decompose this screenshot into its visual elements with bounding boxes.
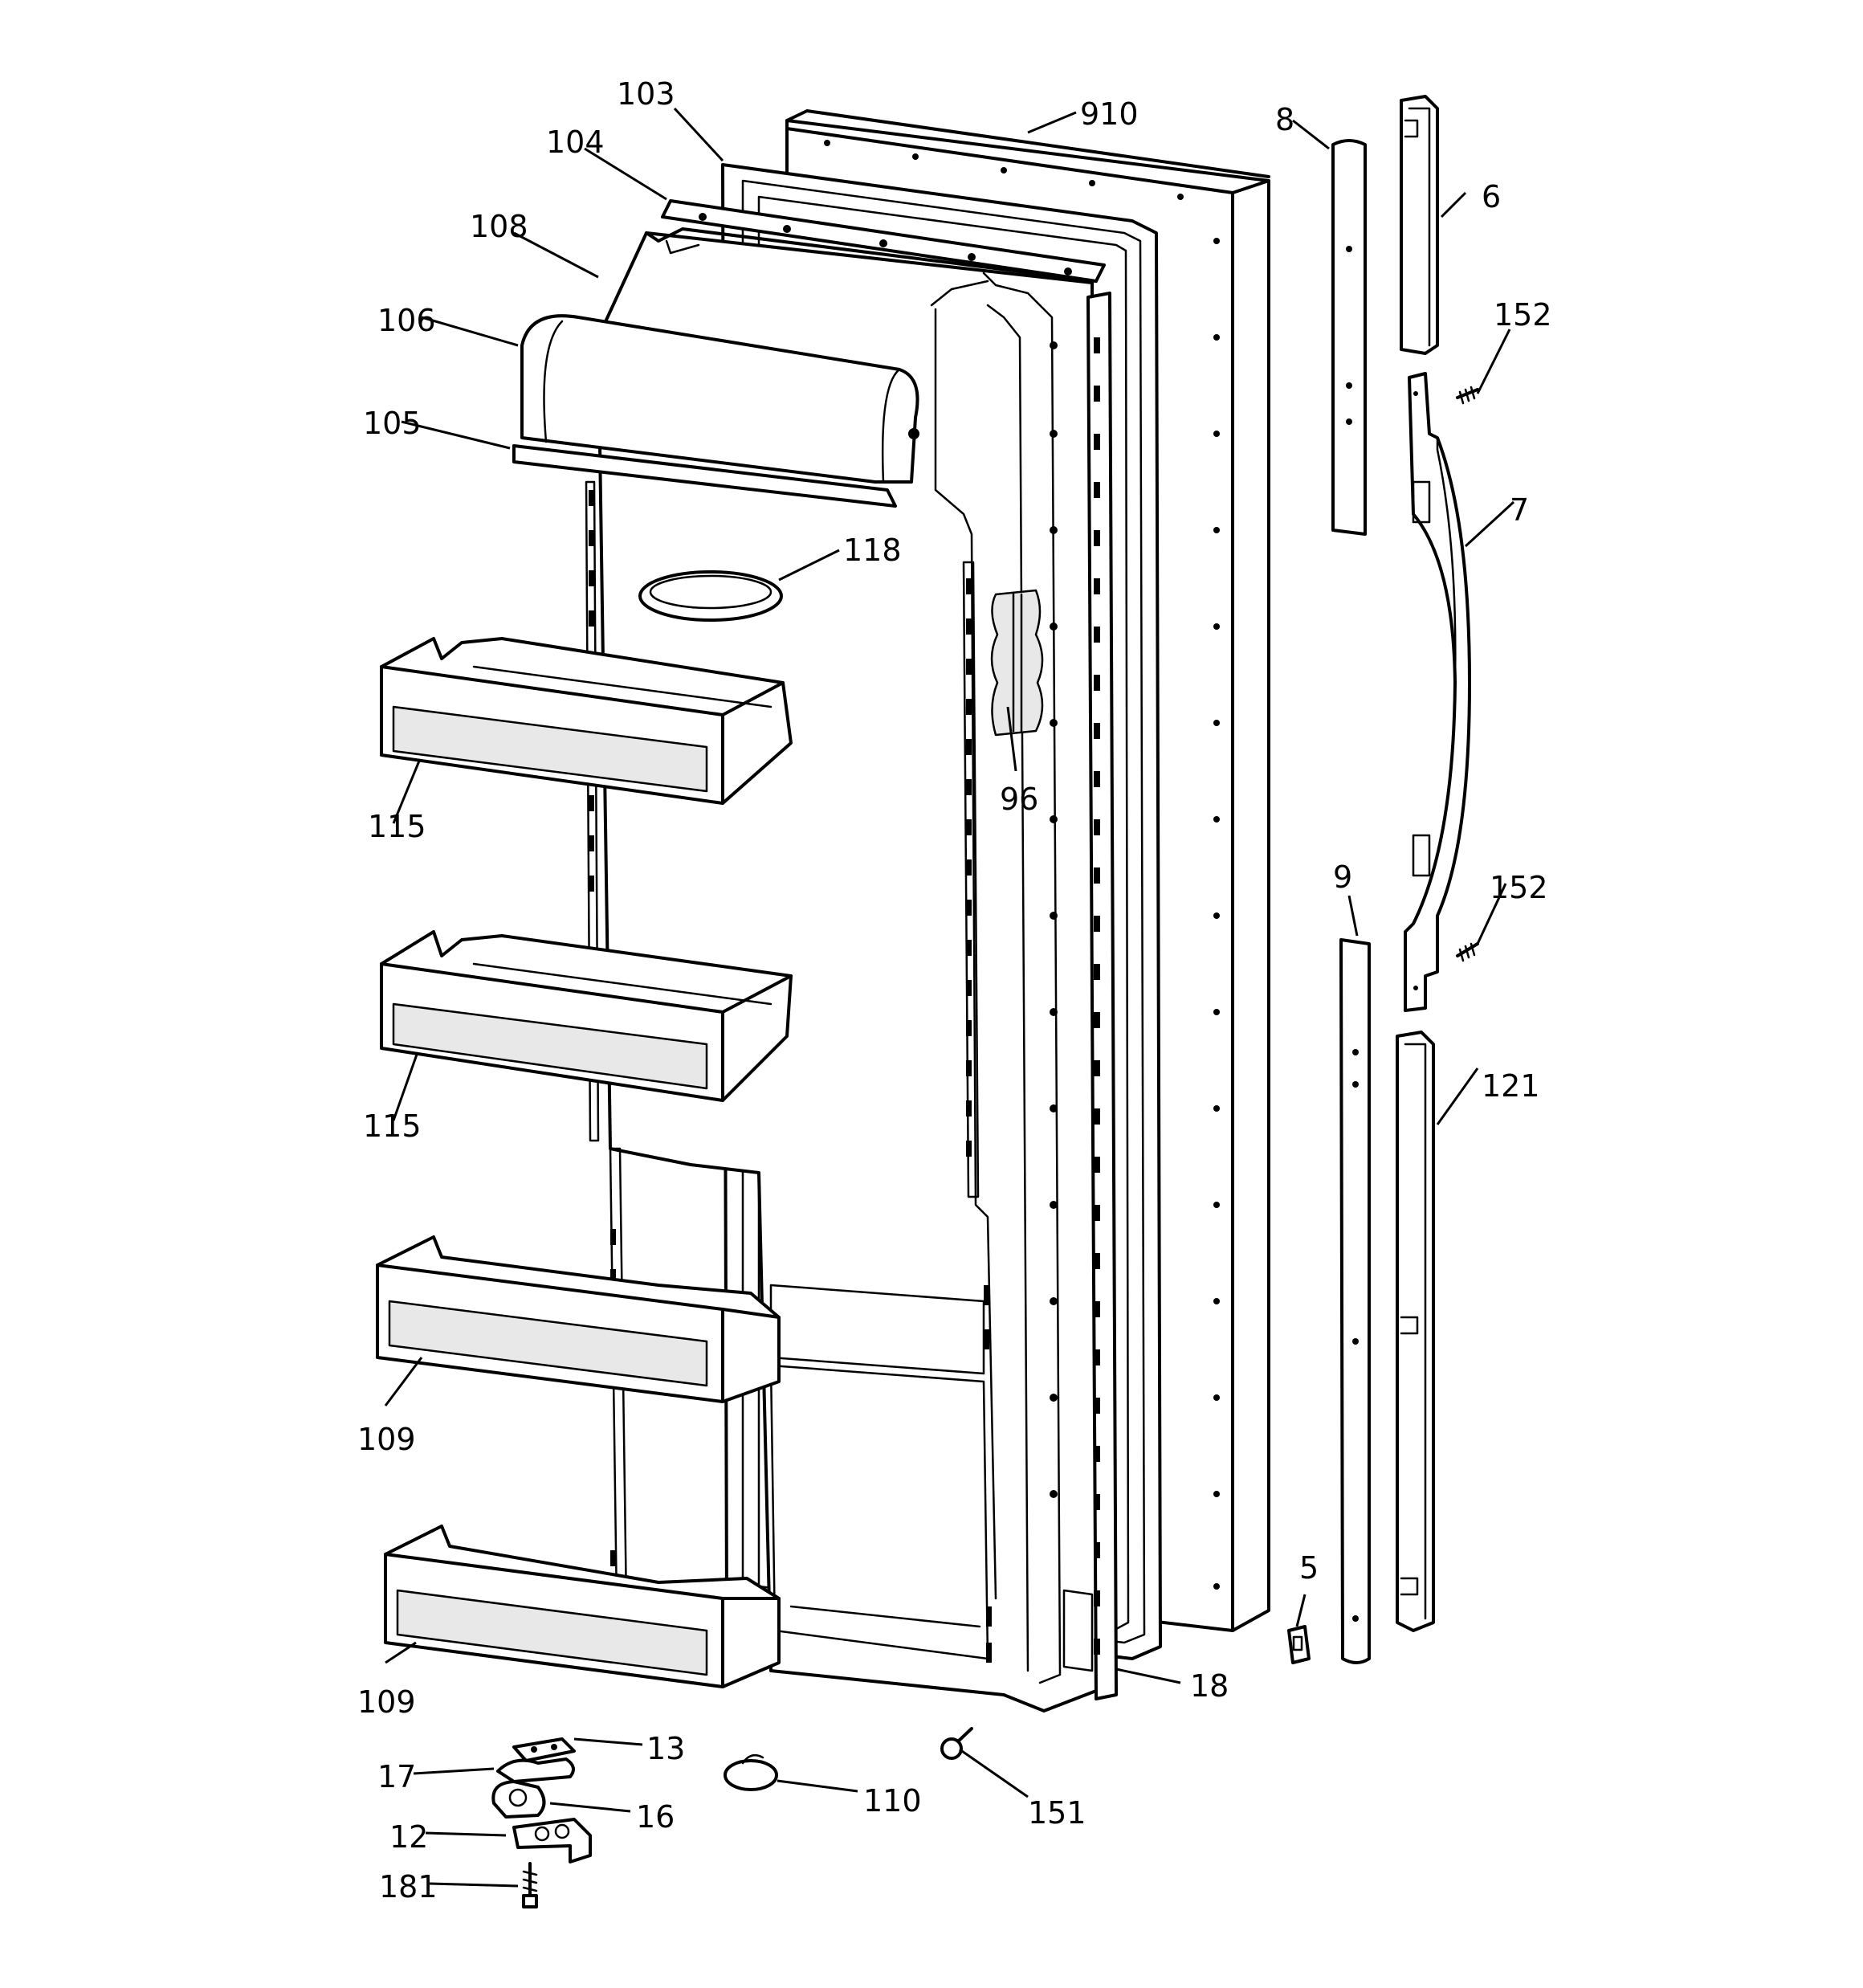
screw-151: [940, 1727, 973, 1760]
label-96: 96: [1000, 782, 1038, 817]
hinge-plate-12: [512, 1818, 592, 1863]
label-12: 12: [389, 1819, 428, 1855]
trim-strip-9: [1339, 938, 1371, 1664]
label-16: 16: [636, 1799, 675, 1835]
label-121: 121: [1482, 1068, 1540, 1104]
label-115-upper: 115: [368, 809, 426, 844]
dairy-compartment-door-106: [512, 314, 919, 508]
label-7: 7: [1510, 492, 1529, 528]
hinge-screw-181: [522, 1862, 538, 1908]
label-17: 17: [377, 1759, 416, 1794]
hinge-bushing-16: [491, 1780, 546, 1819]
handle-cap-6: [1400, 95, 1439, 355]
label-110: 110: [863, 1783, 922, 1819]
label-13: 13: [646, 1731, 685, 1766]
label-118: 118: [843, 533, 902, 568]
door-strip-18: [1062, 292, 1118, 1700]
label-910: 910: [1080, 96, 1139, 132]
part-labels: 103 910 104 8 6 108 106 152 105 7 118 96…: [357, 76, 1552, 1904]
label-18: 18: [1190, 1668, 1229, 1704]
label-151: 151: [1028, 1795, 1086, 1831]
label-5: 5: [1299, 1550, 1319, 1586]
top-bracket-104: [661, 199, 1106, 283]
label-105: 105: [363, 406, 422, 441]
label-9: 9: [1333, 859, 1352, 895]
label-152-lower: 152: [1490, 870, 1548, 905]
trim-strip-8: [1331, 139, 1367, 536]
label-104: 104: [546, 125, 605, 160]
screw-152-lower: [1456, 942, 1479, 962]
label-152-upper: 152: [1494, 297, 1552, 333]
door-bin-115-upper: [380, 637, 793, 805]
door-bin-115-lower: [380, 930, 793, 1102]
door-handle-7: [1404, 372, 1471, 1012]
label-181: 181: [379, 1869, 438, 1904]
label-103: 103: [617, 76, 675, 112]
hinge-clip-17: [496, 1757, 575, 1783]
leader-lines: [384, 107, 1515, 1888]
handle-cap-121: [1396, 1031, 1435, 1632]
plug-5: [1287, 1625, 1311, 1664]
label-115-lower: 115: [363, 1108, 422, 1144]
screw-152-upper: [1456, 386, 1479, 405]
label-109-lower: 109: [357, 1684, 416, 1720]
label-109-upper: 109: [357, 1422, 416, 1457]
label-106: 106: [377, 303, 436, 338]
oval-cover-118: [638, 570, 783, 622]
label-8: 8: [1275, 102, 1294, 137]
door-bin-109-upper: [376, 1235, 781, 1403]
door-bin-109-lower: [384, 1525, 781, 1688]
label-6: 6: [1482, 179, 1501, 214]
hinge-shim-13: [512, 1737, 576, 1762]
label-108: 108: [470, 209, 528, 244]
cap-110: [724, 1753, 778, 1791]
